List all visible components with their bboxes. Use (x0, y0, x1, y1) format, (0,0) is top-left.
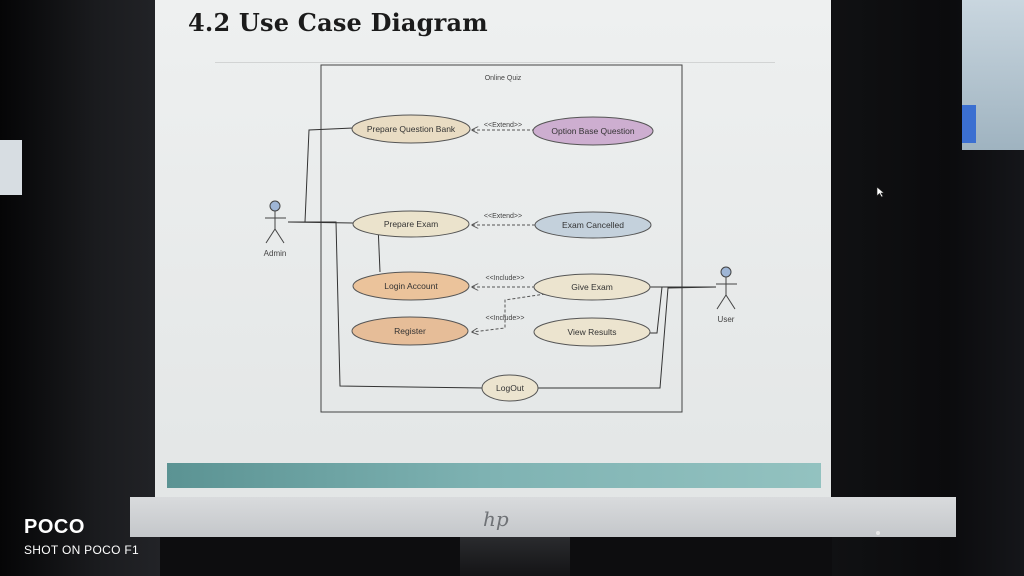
actor-figure-icon (265, 200, 286, 244)
extend-label-2: <<Extend>> (484, 213, 522, 220)
use-case-register: Register (351, 316, 469, 346)
association-lines (287, 127, 717, 389)
use-case-label: View Results (568, 327, 617, 337)
include-label-2: <<Include>> (486, 315, 525, 322)
use-case-ellipse (351, 114, 471, 144)
slide-screen (155, 0, 831, 497)
use-case-label: Give Exam (571, 282, 613, 292)
use-case-option-base-question: Option Base Question (532, 116, 654, 146)
include-label-1: <<Include>> (486, 275, 525, 282)
use-case-view-results: View Results (533, 317, 651, 347)
use-case-give-exam: Give Exam (533, 273, 651, 301)
actor-label: Admin (264, 249, 287, 258)
camera-watermark-caption: SHOT ON POCO F1 (24, 543, 139, 557)
use-case-ellipse (533, 317, 651, 347)
monitor-bottom-bezel (130, 497, 956, 537)
use-case-login-account: Login Account (352, 271, 470, 301)
use-case-prepare-question-bank: Prepare Question Bank (351, 114, 471, 144)
background-window-left (0, 140, 22, 195)
use-case-prepare-exam: Prepare Exam (352, 210, 470, 238)
use-case-ellipse (481, 374, 539, 402)
use-case-label: Option Base Question (551, 126, 634, 136)
use-case-label: Exam Cancelled (562, 220, 624, 230)
slide-footer-bar (167, 463, 821, 488)
use-case-ellipse (351, 316, 469, 346)
extend-label-1: <<Extend>> (484, 122, 522, 129)
use-case-ellipse (352, 271, 470, 301)
use-case-ellipse (533, 273, 651, 301)
use-case-label: LogOut (496, 383, 525, 393)
background-blue-object (962, 105, 976, 143)
system-boundary-label: Online Quiz (485, 75, 522, 82)
use-case-logout: LogOut (481, 374, 539, 402)
mouse-cursor-icon (876, 186, 885, 198)
actor-figure-icon (716, 266, 737, 310)
monitor-stand (460, 537, 570, 576)
title-divider (215, 62, 775, 63)
power-led (876, 531, 880, 535)
actor-user: User (716, 266, 737, 324)
system-boundary (320, 64, 683, 413)
hp-logo: hp (483, 507, 509, 531)
slide-title: 4.2 Use Case Diagram (188, 8, 488, 37)
use-case-ellipse (532, 116, 654, 146)
use-case-exam-cancelled: Exam Cancelled (534, 211, 652, 239)
use-case-label: Login Account (384, 281, 438, 291)
camera-watermark-brand: POCO (24, 516, 85, 538)
actor-label: User (718, 315, 735, 324)
use-case-ellipse (534, 211, 652, 239)
monitor-bezel-left (0, 0, 160, 576)
use-case-label: Register (394, 326, 426, 336)
use-case-ellipse (352, 210, 470, 238)
dependency-lines (472, 130, 546, 332)
actor-admin: Admin (264, 200, 287, 258)
use-case-label: Prepare Question Bank (367, 124, 456, 134)
use-case-label: Prepare Exam (384, 219, 438, 229)
